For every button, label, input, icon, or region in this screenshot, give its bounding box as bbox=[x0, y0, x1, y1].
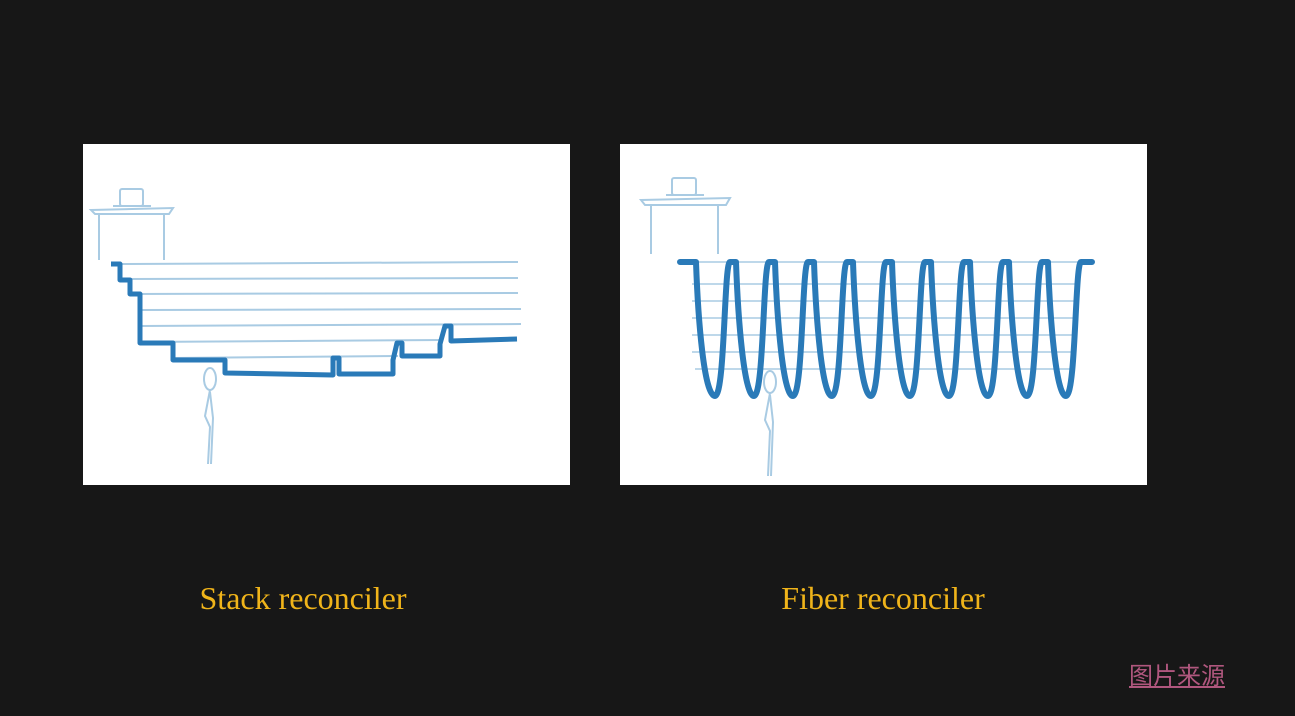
stack-reconciler-illustration bbox=[83, 144, 570, 485]
stack-descent-path bbox=[111, 261, 518, 378]
desk-icon bbox=[638, 177, 732, 254]
fiber-reconciler-caption: Fiber reconciler bbox=[781, 580, 985, 616]
call-stack-lines bbox=[119, 261, 522, 359]
fiber-reconciler-illustration bbox=[620, 144, 1147, 485]
image-source-link[interactable]: 图片来源 bbox=[1129, 662, 1225, 690]
stack-reconciler-caption: Stack reconciler bbox=[199, 580, 407, 616]
fiber-oscillation-path bbox=[677, 259, 1095, 399]
stick-figure-icon bbox=[203, 367, 217, 465]
stick-figure-icon bbox=[763, 370, 777, 477]
desk-icon bbox=[88, 188, 175, 260]
